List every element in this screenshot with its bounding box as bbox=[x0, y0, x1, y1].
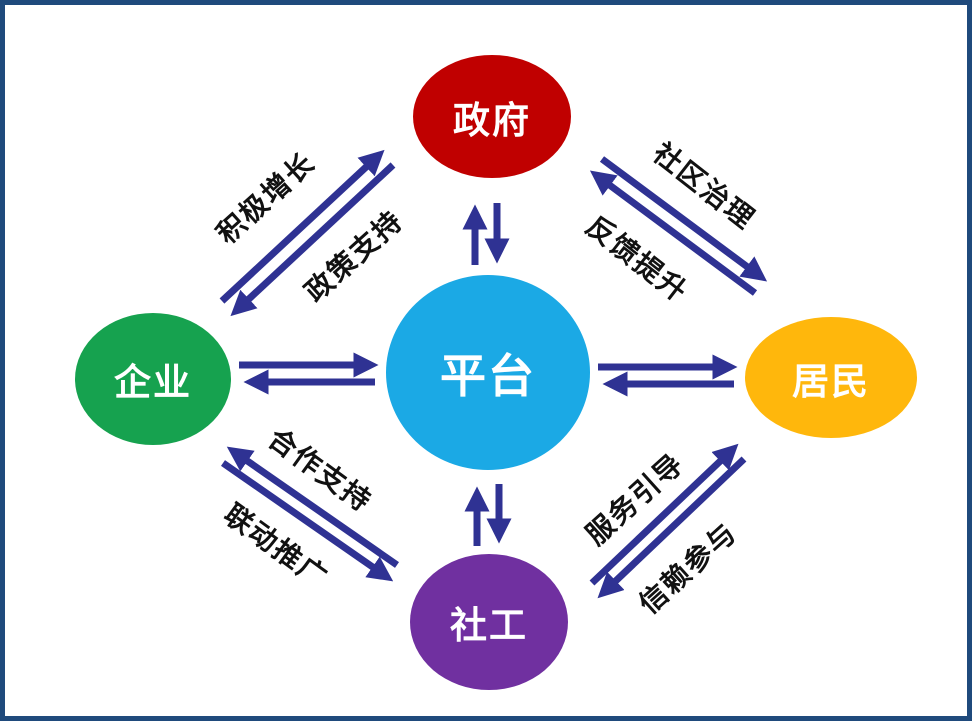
arrow-layer bbox=[219, 149, 768, 599]
arrow-socialworker-to-enterprise bbox=[226, 446, 399, 568]
node-social-worker-label: 社工 bbox=[450, 604, 528, 647]
node-social-worker: 社工 bbox=[410, 554, 568, 690]
node-platform-label: 平台 bbox=[440, 348, 536, 403]
node-enterprise-label: 企业 bbox=[114, 361, 192, 404]
arrow-residents-to-socialworker bbox=[597, 456, 747, 599]
arrow-government-to-residents bbox=[599, 156, 768, 282]
node-government-label: 政府 bbox=[453, 98, 531, 142]
arrow-enterprise-to-government bbox=[219, 149, 385, 304]
arrow-residents-to-government bbox=[589, 170, 758, 296]
node-enterprise: 企业 bbox=[75, 313, 231, 445]
node-residents-label: 居民 bbox=[792, 359, 870, 403]
node-residents: 居民 bbox=[745, 317, 917, 438]
arrow-socialworker-to-residents bbox=[589, 443, 739, 586]
arrow-enterprise-to-socialworker bbox=[221, 460, 394, 582]
node-platform: 平台 bbox=[386, 275, 590, 470]
node-government: 政府 bbox=[413, 55, 571, 178]
arrow-government-to-enterprise bbox=[230, 162, 396, 317]
